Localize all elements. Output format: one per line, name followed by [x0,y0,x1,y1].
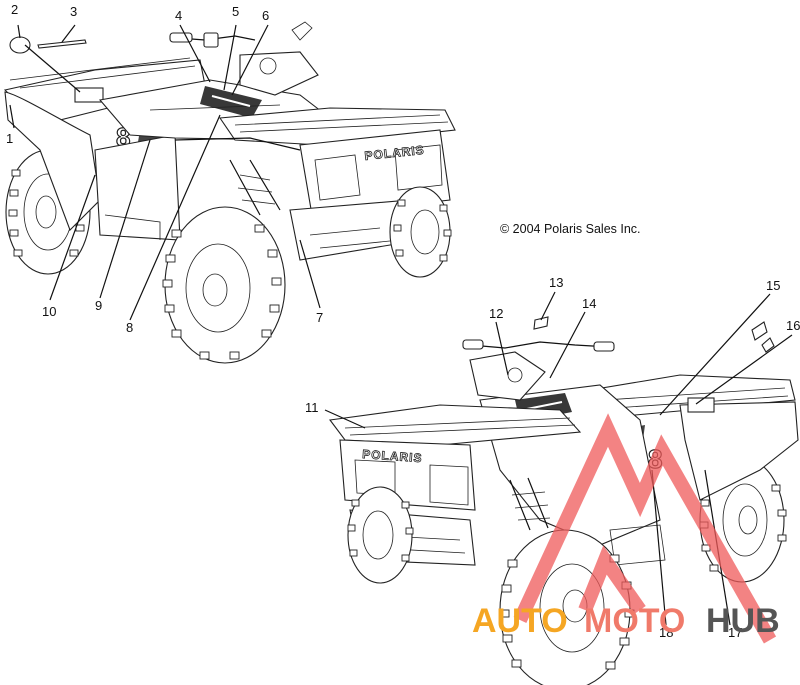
callout-16: 16 [786,318,800,333]
callout-6: 6 [262,8,269,23]
watermark-hub: HUB [706,602,780,640]
front-wheel-bottom-a [347,486,414,584]
callout-2: 2 [11,2,18,17]
diamond-decal-icon-b [761,337,775,353]
atv-bottom-view: 8 POLARIS [328,339,799,685]
rack-light [74,87,104,103]
atv-top-view: 8 POLARIS [3,21,456,364]
callout-12: 12 [489,306,503,321]
front-wheel-top-a [162,206,286,364]
front-wheel-top-b [389,186,452,278]
callout-labels: 2 3 1 4 5 6 10 9 8 7 11 12 13 14 15 16 1… [6,2,800,640]
callout-9: 9 [95,298,102,313]
callout-5: 5 [232,4,239,19]
callout-10: 10 [42,304,56,319]
small-decal-icon [533,316,549,330]
callout-3: 3 [70,4,77,19]
callout-17: 17 [728,625,742,640]
grille-brand: POLARIS [364,143,425,163]
watermark-logo: AUTO MOTO HUB [472,413,780,644]
callout-13: 13 [549,275,563,290]
diamond-decal-icon-a [751,321,768,341]
callout-18: 18 [659,625,673,640]
grille-brand-2: POLARIS [362,447,423,465]
callout-4: 4 [175,8,182,23]
watermark-auto: AUTO [472,602,568,640]
callout-15: 15 [766,278,780,293]
copyright-notice: © 2004 Polaris Sales Inc. [500,222,641,236]
callout-8: 8 [126,320,133,335]
oval-decal-icon [9,36,31,54]
callout-7: 7 [316,310,323,325]
callout-14: 14 [582,296,596,311]
callout-1: 1 [6,131,13,146]
strip-decal-icon [37,39,87,49]
callout-11: 11 [305,400,319,415]
watermark-moto: MOTO [584,602,685,640]
